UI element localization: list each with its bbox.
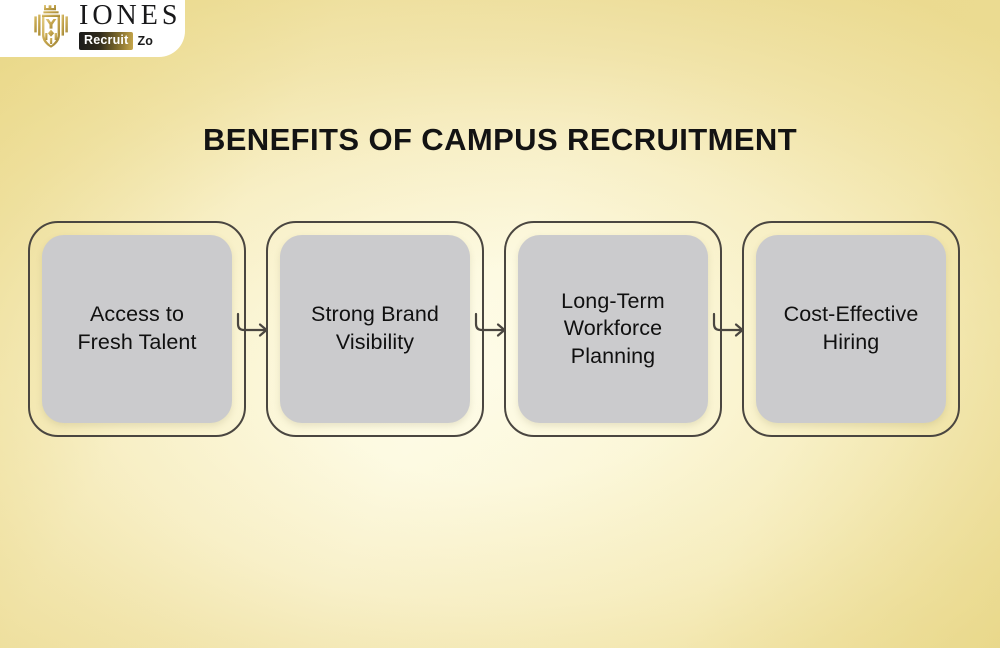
benefits-flow-diagram: Access to Fresh Talent Strong Brand Visi…	[28, 221, 960, 437]
flow-step-2-label: Strong Brand Visibility	[311, 302, 439, 354]
flow-step-1-card: Access to Fresh Talent	[42, 235, 232, 423]
flow-step-3-card: Long-Term Workforce Planning	[518, 235, 708, 423]
flow-step-4: Cost-Effective Hiring	[742, 221, 960, 437]
flow-step-1: Access to Fresh Talent	[28, 221, 246, 437]
logo-wordmark: IONES	[79, 0, 182, 31]
page-title: BENEFITS OF CAMPUS RECRUITMENT	[202, 122, 798, 157]
flow-connector-1	[236, 221, 268, 437]
flow-step-2: Strong Brand Visibility	[266, 221, 484, 437]
flow-step-4-card: Cost-Effective Hiring	[756, 235, 946, 423]
flow-step-2-card: Strong Brand Visibility	[280, 235, 470, 423]
logo-zo-text: Zo	[137, 33, 154, 48]
heraldic-crest-icon	[34, 4, 68, 48]
logo-recruit-badge: Recruit	[79, 31, 134, 50]
flow-connector-3	[712, 221, 744, 437]
logo-text: IONES Recruit Zo	[79, 0, 182, 50]
flow-step-3: Long-Term Workforce Planning	[504, 221, 722, 437]
flow-step-1-label: Access to Fresh Talent	[77, 302, 197, 354]
logo: IONES Recruit Zo	[32, 0, 182, 50]
flow-connector-2	[474, 221, 506, 437]
logo-subtitle: Recruit Zo	[79, 31, 181, 50]
logo-badge: IONES Recruit Zo	[0, 0, 185, 57]
flow-step-4-label: Cost-Effective Hiring	[783, 302, 919, 354]
flow-step-3-label: Long-Term Workforce Planning	[561, 288, 665, 368]
